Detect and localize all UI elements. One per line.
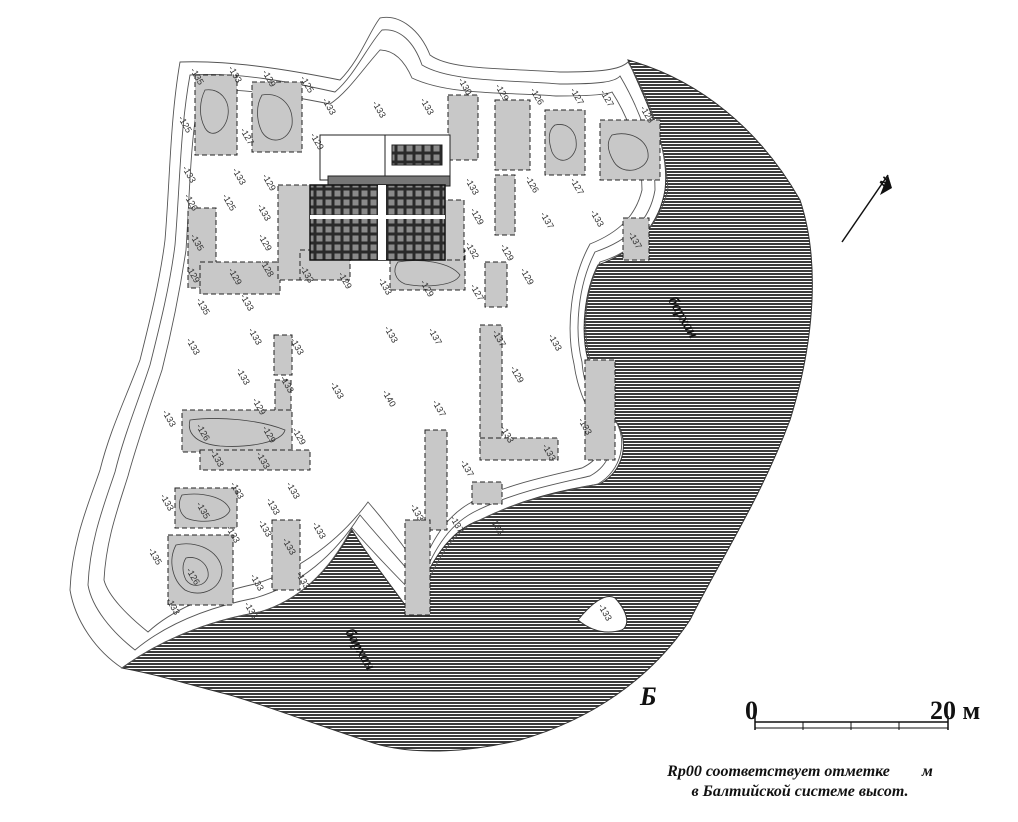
svg-text:-133: -133: [238, 292, 256, 313]
svg-text:-133: -133: [588, 208, 606, 229]
svg-text:-133: -133: [184, 336, 202, 357]
svg-text:-135: -135: [146, 546, 164, 567]
svg-text:-135: -135: [194, 296, 212, 317]
svg-text:-133: -133: [256, 518, 274, 539]
svg-text:-127: -127: [568, 176, 586, 197]
benchmark-note: Rp00 соответствует отметке м в Балтийско…: [600, 762, 1000, 802]
benchmark-note-line1: Rp00 соответствует отметке м: [667, 763, 933, 780]
svg-text:-133: -133: [264, 496, 282, 517]
svg-text:-133: -133: [370, 99, 388, 120]
svg-text:-133: -133: [382, 324, 400, 345]
excavated-building: [309, 134, 451, 261]
svg-text:-129: -129: [508, 364, 526, 385]
svg-text:-137: -137: [458, 458, 476, 479]
svg-text:-133: -133: [418, 96, 436, 117]
svg-text:-133: -133: [284, 480, 302, 501]
svg-text:-133: -133: [246, 326, 264, 347]
svg-text:-140: -140: [380, 388, 398, 409]
svg-text:-132: -132: [463, 240, 481, 261]
svg-text:-127: -127: [468, 282, 486, 303]
svg-text:-133: -133: [180, 164, 198, 185]
svg-text:-133: -133: [255, 202, 273, 223]
svg-text:-129: -129: [256, 232, 274, 253]
scale-start-label: 0: [745, 696, 758, 725]
svg-text:-129: -129: [260, 172, 278, 193]
svg-text:-126: -126: [528, 86, 546, 107]
svg-text:-133: -133: [310, 520, 328, 541]
svg-text:-137: -137: [430, 398, 448, 419]
svg-text:-133: -133: [234, 366, 252, 387]
svg-text:-133: -133: [230, 166, 248, 187]
dune-island: [577, 596, 628, 633]
svg-text:-133: -133: [546, 332, 564, 353]
benchmark-note-line2: в Балтийской системе высот.: [691, 783, 909, 800]
svg-text:-137: -137: [538, 210, 556, 231]
svg-text:-129: -129: [498, 242, 516, 263]
svg-text:-129: -129: [518, 266, 536, 287]
svg-text:-133: -133: [463, 176, 481, 197]
dune-area: [120, 59, 813, 752]
svg-text:-129: -129: [468, 206, 486, 227]
svg-text:-137: -137: [426, 326, 444, 347]
svg-text:-129: -129: [290, 426, 308, 447]
svg-text:-125: -125: [220, 192, 238, 213]
contour-lines: [69, 16, 669, 669]
scale-end-label: 20 м: [930, 696, 981, 725]
svg-text:-133: -133: [158, 492, 176, 513]
svg-text:-126: -126: [523, 174, 541, 195]
scale-bar: [754, 716, 949, 730]
svg-text:-133: -133: [320, 96, 338, 117]
wall-contours: [171, 89, 649, 594]
svg-text:-133: -133: [248, 572, 266, 593]
svg-text:-133: -133: [160, 408, 178, 429]
svg-text:-133: -133: [328, 380, 346, 401]
svg-text:-130: -130: [456, 76, 474, 97]
svg-text:-127: -127: [598, 88, 616, 109]
north-arrow: N: [841, 174, 894, 243]
svg-text:-125: -125: [176, 114, 194, 135]
panel-label: Б: [640, 682, 657, 711]
